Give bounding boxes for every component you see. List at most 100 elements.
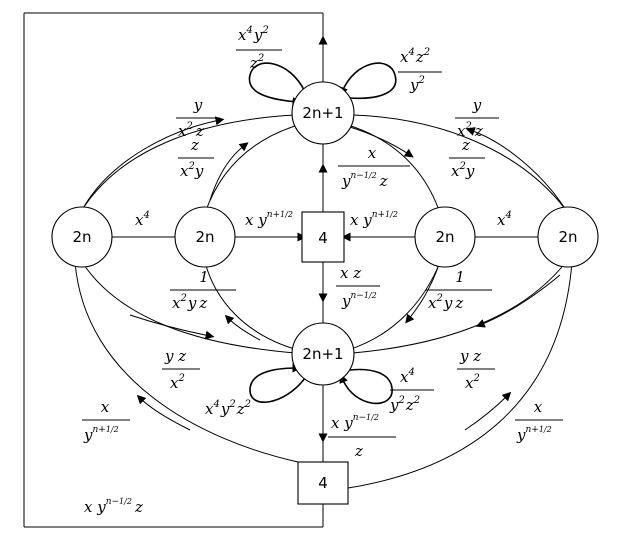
svg-text:x2y: x2y [180, 161, 204, 180]
svg-text:y: y [472, 96, 482, 114]
svg-text:z: z [461, 136, 470, 154]
svg-text:x: x [368, 144, 377, 162]
edge-farleft-to-bottomsquare [74, 261, 299, 463]
edge-farright-to-bottom-arrow [475, 274, 561, 328]
svg-text:x4y2: x4y2 [238, 25, 269, 44]
svg-text:1: 1 [199, 268, 209, 286]
frame-lines [23, 12, 324, 528]
node-inner-left: 2n [174, 206, 236, 268]
edge-bottom-to-innerleft [204, 261, 299, 351]
svg-text:y z: y z [164, 347, 186, 365]
svg-text:x2: x2 [465, 373, 480, 392]
svg-text:y z: y z [459, 347, 481, 365]
label-xy-nplus-right: x yn+1/2 [350, 210, 398, 229]
svg-text:x yn+1/2: x yn+1/2 [350, 210, 398, 229]
loop-top-right [339, 62, 397, 100]
loop-top-left [248, 62, 306, 107]
svg-text:x4: x4 [135, 210, 150, 229]
label-z-over-x2y-right: z x2y [449, 136, 485, 180]
node-bottom-label: 2n+1 [302, 345, 343, 363]
svg-text:z2: z2 [249, 53, 264, 72]
svg-text:z: z [190, 136, 199, 154]
label-loop-bottom-right: x4 y2z2 [389, 367, 434, 414]
node-inner-left-label: 2n [195, 228, 214, 246]
svg-text:yn+1/2: yn+1/2 [83, 425, 119, 444]
edge-farleft-bottomsquare-arrow [136, 394, 191, 431]
node-bottom-square: 4 [297, 461, 349, 505]
node-center-square-label: 4 [318, 229, 328, 247]
svg-text:x4y2z2: x4y2z2 [205, 399, 251, 418]
svg-text:y2z2: y2z2 [389, 395, 420, 414]
edge-top-to-farright [352, 114, 567, 211]
edge-innerright-to-bottom-arrow [405, 261, 441, 324]
svg-text:y: y [193, 96, 203, 114]
label-x4-left: x4 [135, 210, 150, 229]
svg-text:x: x [101, 398, 110, 416]
edge-bottom-to-innerleft-arrow [224, 314, 261, 341]
label-xz-over-yn: x z yn−1/2 [336, 264, 380, 310]
node-far-right-label: 2n [558, 228, 577, 246]
svg-text:x yn−1/2: x yn−1/2 [331, 413, 379, 432]
label-z-over-x2y-left: z x2y [178, 136, 214, 180]
node-bottom: 2n+1 [291, 322, 355, 386]
label-loop-bottom-left: x4y2z2 [205, 399, 251, 418]
node-far-left: 2n [51, 206, 113, 268]
edge-innerright-to-bottom [347, 261, 441, 351]
label-yz-over-x2-right: y z x2 [457, 347, 495, 392]
svg-text:x2: x2 [170, 373, 185, 392]
edge-farleft-to-top [81, 114, 296, 211]
node-far-left-label: 2n [72, 228, 91, 246]
label-x-over-ynplus-right: x yn+1/2 [515, 398, 563, 444]
label-xy-nplus-left: x yn+1/2 [245, 210, 293, 229]
svg-text:z: z [354, 442, 363, 460]
node-far-right: 2n [537, 206, 599, 268]
edge-bottomsquare-to-farright [347, 261, 573, 489]
svg-text:x z: x z [340, 264, 361, 282]
edge-innerleft-to-top [204, 124, 299, 214]
label-x-over-ynplus-left: x yn+1/2 [82, 398, 130, 444]
label-yz-over-x2-left: y z x2 [162, 347, 200, 392]
node-top-label: 2n+1 [302, 104, 343, 122]
svg-text:x4: x4 [400, 367, 415, 386]
edge-farleft-to-top-arrow [81, 116, 225, 211]
svg-text:x yn+1/2: x yn+1/2 [245, 210, 293, 229]
edge-bottomsquare-farright-arrow [464, 391, 512, 431]
edge-innerleft-to-top-arrow [209, 142, 249, 201]
svg-text:yn−1/2: yn−1/2 [341, 291, 377, 310]
svg-text:x4z2: x4z2 [400, 47, 430, 66]
node-inner-right-label: 2n [435, 228, 454, 246]
svg-text:x: x [534, 398, 543, 416]
node-center-square: 4 [301, 211, 345, 263]
svg-text:x2z: x2z [457, 121, 483, 140]
edge-top-to-innerright [347, 124, 441, 214]
svg-text:x2z: x2z [178, 121, 204, 140]
node-inner-right: 2n [414, 206, 476, 268]
label-loop-top-left: x4y2 z2 [236, 25, 282, 72]
edge-top-to-innerright-arrow [349, 126, 414, 158]
svg-text:x yn−1/2z: x yn−1/2z [84, 497, 143, 516]
svg-text:x2y: x2y [451, 161, 475, 180]
node-top: 2n+1 [291, 81, 355, 145]
svg-text:y2: y2 [409, 75, 425, 94]
label-xy-nminus-over-z: x yn−1/2 z [328, 413, 396, 460]
label-x4-right: x4 [497, 210, 512, 229]
svg-text:yn+1/2: yn+1/2 [516, 425, 552, 444]
svg-text:yn−1/2z: yn−1/2z [341, 171, 388, 190]
edge-farright-to-top-arrow [465, 127, 567, 211]
svg-text:x4: x4 [497, 210, 512, 229]
label-loop-top-right: x4z2 y2 [398, 47, 442, 94]
edge-farright-to-bottom [352, 261, 567, 354]
svg-text:1: 1 [455, 268, 465, 286]
edge-farleft-to-bottom-arrow [129, 314, 215, 340]
loop-bottom-left [249, 363, 306, 403]
node-bottom-square-label: 4 [318, 474, 328, 492]
